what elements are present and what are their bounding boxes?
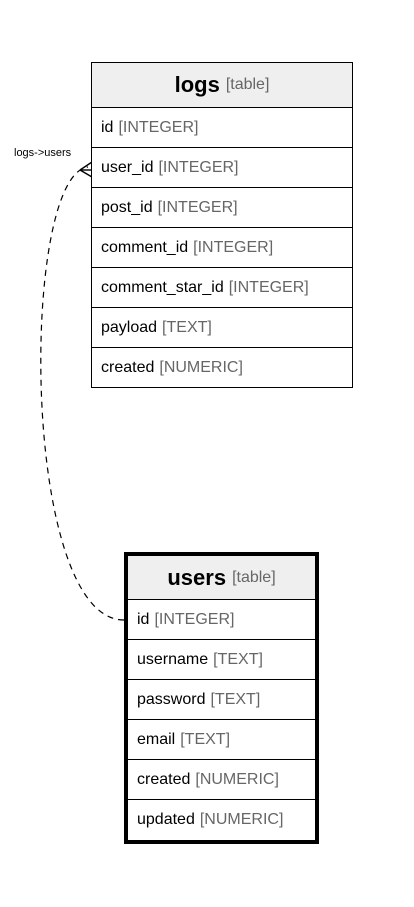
column-type: [INTEGER] [157,198,238,216]
column-row[interactable]: password [TEXT] [128,680,315,720]
crow-foot-icon [79,161,93,178]
column-type: [INTEGER] [154,610,235,628]
relation-label: logs->users [14,147,72,159]
column-name: comment_star_id [101,278,224,296]
column-type: [INTEGER] [228,278,309,296]
table-kind-label: [table] [232,568,276,586]
column-name: comment_id [101,238,189,256]
column-type: [TEXT] [210,690,261,708]
column-name: id [137,610,150,628]
column-row[interactable]: created [NUMERIC] [92,348,352,388]
column-name: created [101,359,155,376]
users-table[interactable]: users [table] id [INTEGER] username [TEX… [124,552,319,844]
column-row[interactable]: email [TEXT] [128,720,315,760]
column-type: [TEXT] [180,730,231,748]
logs-table-header: logs [table] [92,63,352,108]
column-row[interactable]: updated [NUMERIC] [128,800,315,840]
users-table-header: users [table] [128,556,315,600]
column-row[interactable]: payload [TEXT] [92,308,352,348]
column-type: [NUMERIC] [195,770,279,788]
logs-users-relation-line [40,166,125,621]
column-name: created [137,770,191,788]
column-type: [TEXT] [162,318,212,336]
column-name: user_id [101,158,154,176]
column-name: post_id [101,198,153,216]
table-title: logs [174,72,220,97]
column-row[interactable]: username [TEXT] [128,640,315,680]
column-row[interactable]: created [NUMERIC] [128,760,315,800]
column-type: [NUMERIC] [159,359,243,376]
column-row[interactable]: id [INTEGER] [92,108,352,148]
column-name: username [137,650,209,668]
column-name: password [137,690,206,708]
column-type: [NUMERIC] [199,811,284,828]
column-row[interactable]: post_id [INTEGER] [92,188,352,228]
column-row[interactable]: comment_star_id [INTEGER] [92,268,352,308]
column-row[interactable]: comment_id [INTEGER] [92,228,352,268]
column-type: [INTEGER] [118,118,199,136]
logs-table[interactable]: logs [table] id [INTEGER] user_id [INTEG… [91,62,353,388]
column-row[interactable]: user_id [INTEGER] [92,148,352,188]
column-row[interactable]: id [INTEGER] [128,600,315,640]
table-kind-label: [table] [225,76,270,93]
column-type: [INTEGER] [158,158,239,176]
column-name: updated [137,811,195,828]
column-type: [INTEGER] [193,238,274,256]
table-title: users [167,564,227,590]
column-name: payload [101,318,158,336]
column-name: id [101,118,114,136]
column-name: email [137,730,176,748]
column-type: [TEXT] [213,650,263,668]
